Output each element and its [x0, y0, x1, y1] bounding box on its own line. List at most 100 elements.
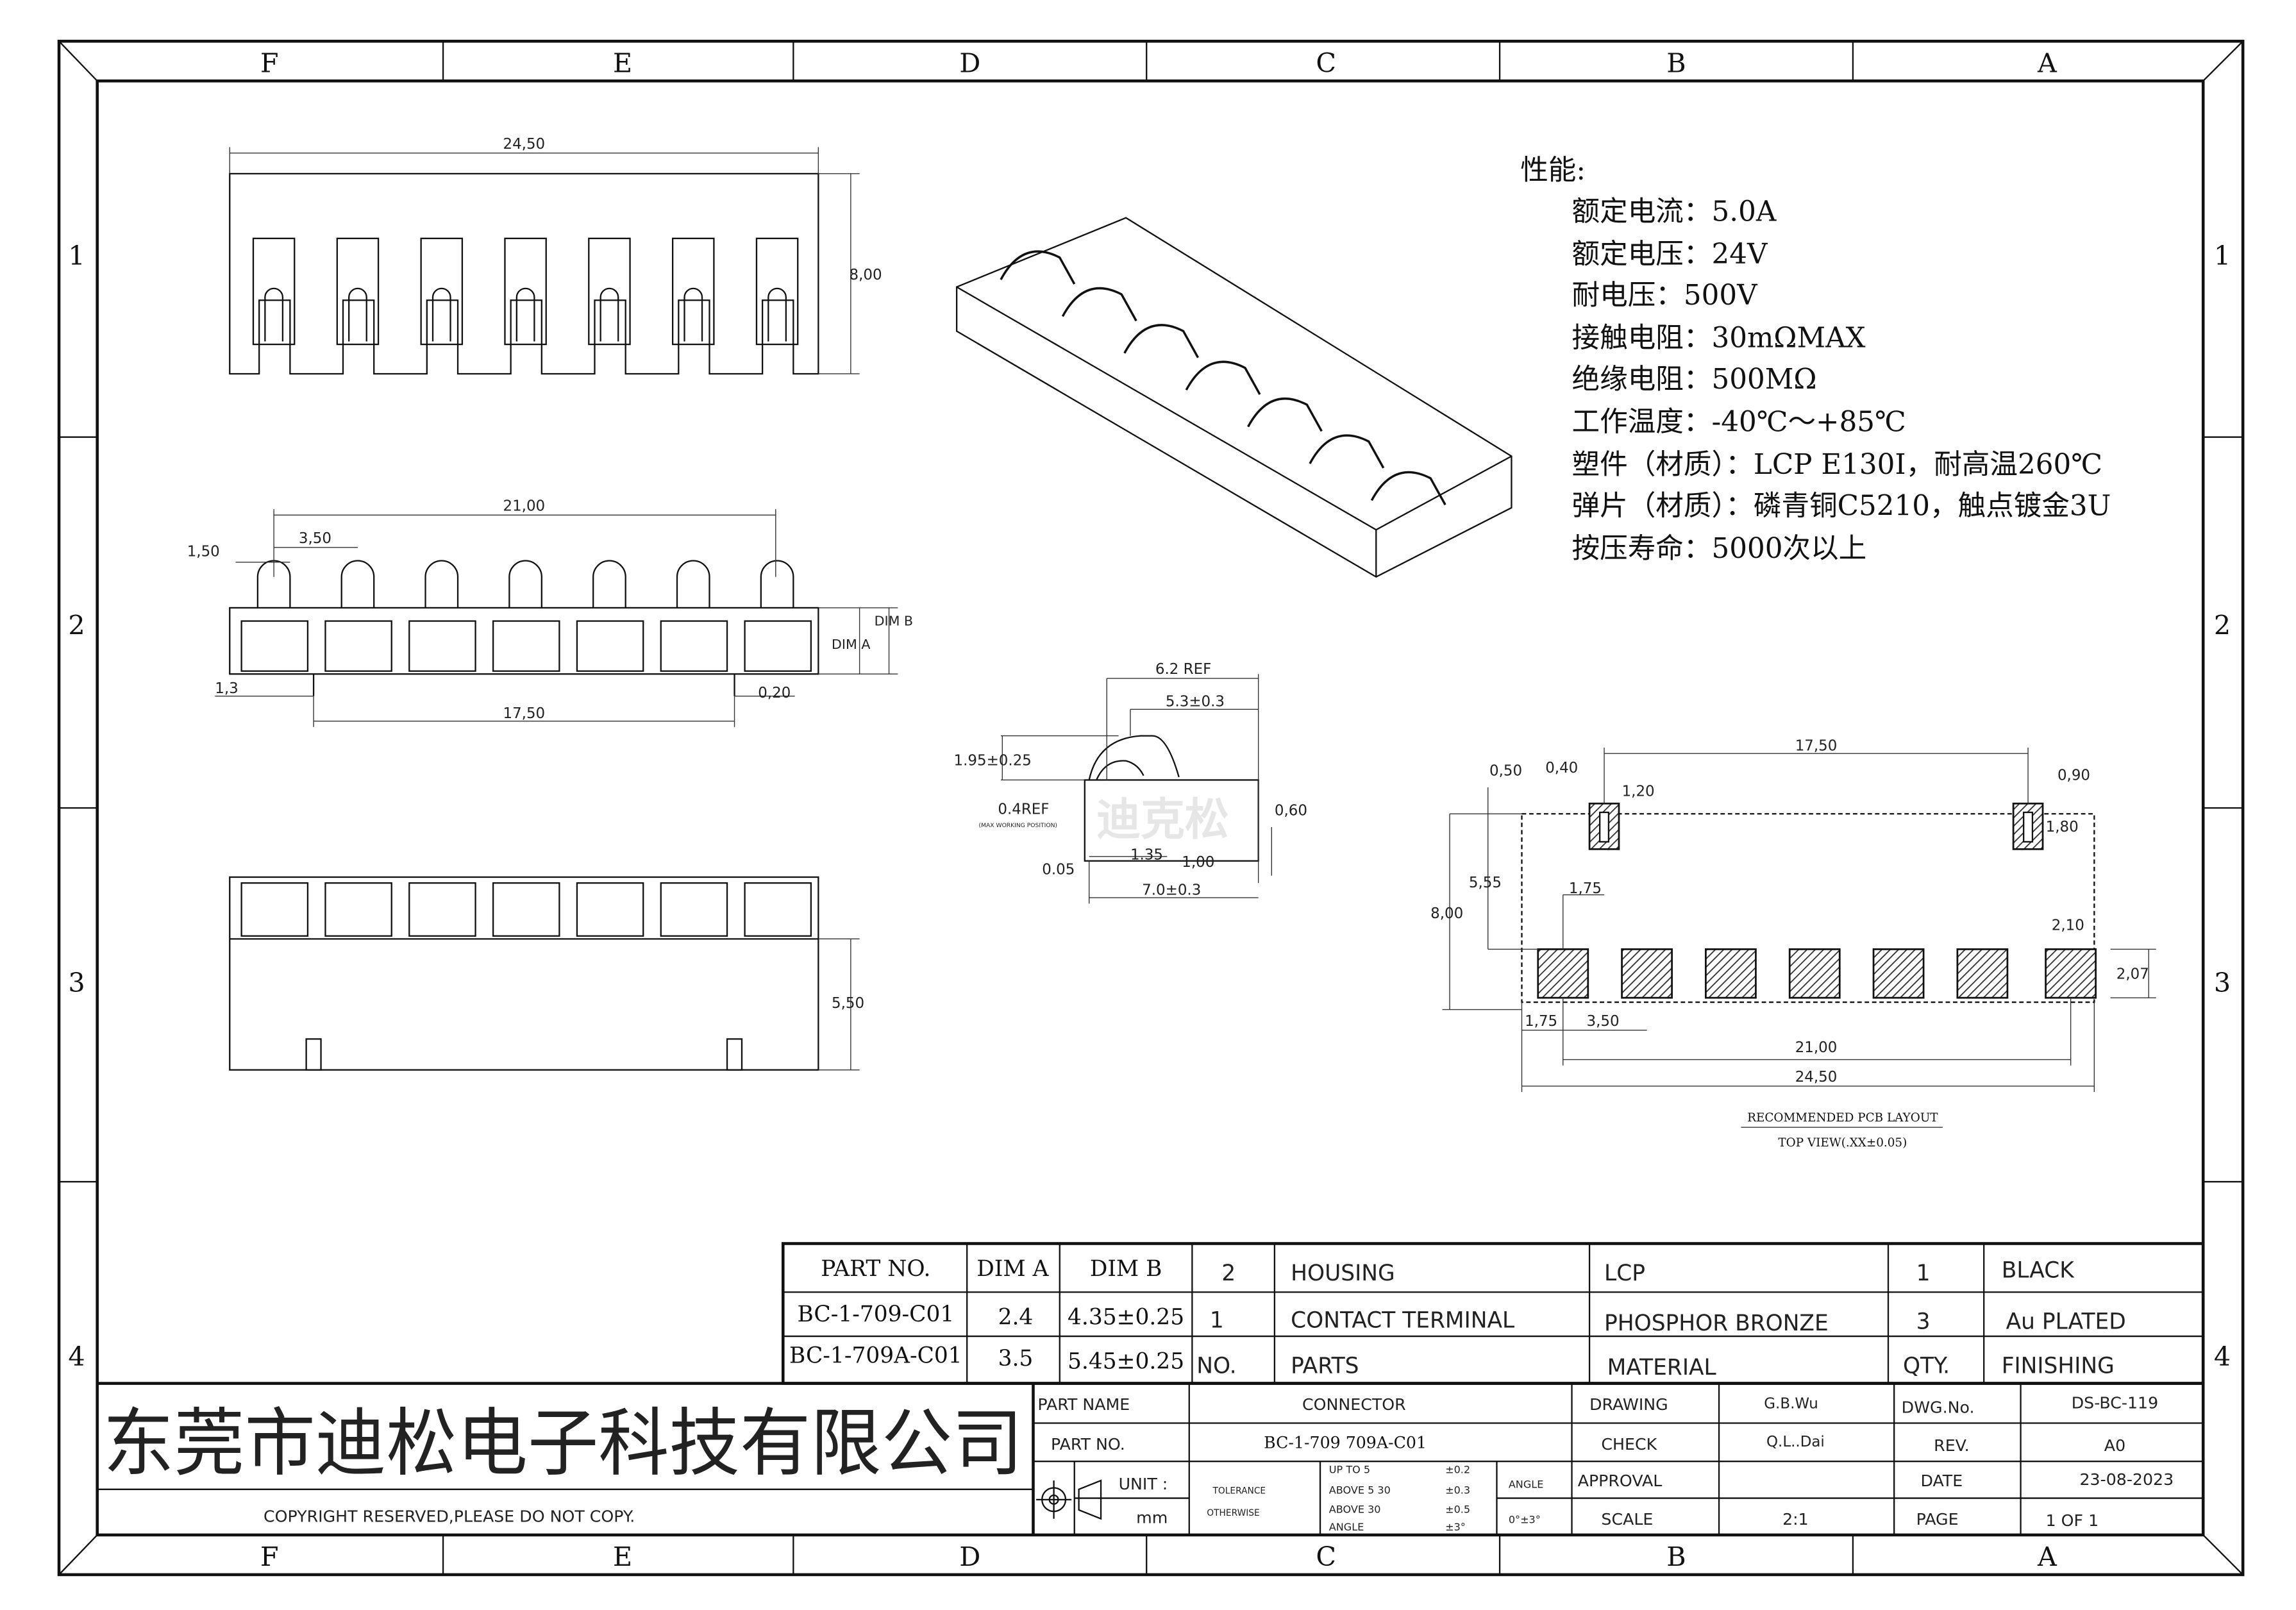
spec-item: 工作温度：-40℃～+85℃ — [1572, 407, 1906, 439]
angle-label: ANGLE — [1509, 1478, 1544, 1490]
tol-range: ABOVE 30 — [1329, 1504, 1381, 1516]
table-cell: PHOSPHOR BRONZE — [1604, 1311, 1829, 1336]
dwg-label: DWG.No. — [1902, 1398, 1975, 1416]
dim-pin-span: 17,50 — [503, 705, 545, 722]
otherwise-label: OTHERWISE — [1207, 1508, 1259, 1518]
table-cell: 3.5 — [998, 1346, 1034, 1371]
dim-span: 21,00 — [503, 498, 545, 514]
tol-value: ±0.2 — [1445, 1464, 1470, 1476]
zone-label: 4 — [2214, 1341, 2231, 1372]
rev-label: REV. — [1934, 1436, 1970, 1455]
table-cell: PART NO. — [821, 1256, 930, 1282]
table-cell: 3 — [1916, 1309, 1931, 1335]
table-cell: CONTACT TERMINAL — [1291, 1307, 1514, 1333]
approval-label: APPROVAL — [1578, 1472, 1663, 1490]
part-name-label: PART NAME — [1037, 1395, 1130, 1414]
tol-value: ±0.3 — [1445, 1484, 1470, 1497]
scale-label: SCALE — [1601, 1510, 1653, 1529]
table-cell: QTY. — [1903, 1353, 1950, 1379]
side-view: 迪克松 6.2 REF 5.3±0.3 1.95±0.25 0.4REF (MA… — [954, 661, 1307, 904]
spec-item: 按压寿命：5000次以上 — [1572, 533, 1867, 565]
tol-value: ±0.5 — [1445, 1504, 1470, 1516]
table-cell: 2.4 — [998, 1305, 1034, 1330]
revision: A0 — [2104, 1436, 2125, 1455]
zone-label: F — [260, 47, 279, 78]
dwg-number: DS-BC-119 — [2072, 1394, 2158, 1413]
spec-item: 接触电阻：30mΩMAX — [1572, 323, 1866, 355]
dim: 5,55 — [1469, 875, 1502, 891]
parts-table: PART NO. DIM A DIM B 2 HOUSING LCP 1 BLA… — [781, 1242, 2205, 1385]
zone-label: 1 — [68, 240, 85, 271]
tolerance-label: TOLERANCE — [1212, 1486, 1266, 1497]
dim-d3: 0.05 — [1042, 861, 1075, 878]
zone-label: A — [2037, 1541, 2057, 1572]
dim: 1,20 — [1622, 784, 1655, 800]
table-cell: NO. — [1196, 1353, 1236, 1379]
dim: 2,10 — [2052, 918, 2084, 934]
dim: 1,80 — [2046, 819, 2079, 835]
isometric-view — [955, 217, 1513, 578]
dim-d2: 0,60 — [1275, 803, 1307, 819]
dim-width: 24,50 — [503, 136, 545, 153]
page-label: PAGE — [1916, 1510, 1959, 1529]
table-cell: BLACK — [2002, 1257, 2075, 1283]
dim-ref: 6.2 REF — [1155, 661, 1211, 678]
tol-value: ±3° — [1445, 1521, 1466, 1533]
dim-ref2: 0.4REF — [998, 801, 1049, 818]
specifications: 性能: 额定电流：5.0A 额定电压：24V 耐电压：500V 接触电阻：30m… — [1520, 155, 2111, 565]
table-cell: LCP — [1604, 1261, 1645, 1286]
top-view: 24,50 8,00 — [229, 136, 882, 375]
check-by: Q.L..Dai — [1766, 1434, 1825, 1450]
copyright: COPYRIGHT RESERVED,PLEASE DO NOT COPY. — [264, 1507, 635, 1525]
dim: 2,07 — [2116, 966, 2149, 982]
sheet-frame: F E D C B A F E D C B A 1 2 3 4 1 2 3 4 — [57, 39, 2245, 1577]
dim: 17,50 — [1795, 738, 1838, 755]
specs-heading: 性能: — [1520, 155, 1586, 187]
table-cell: DIM A — [976, 1256, 1049, 1282]
table-cell: DIM B — [1090, 1256, 1162, 1282]
zone-label: B — [1666, 47, 1686, 78]
dim-pin-width: 0,20 — [758, 685, 791, 701]
dim-pin: 1,50 — [187, 544, 220, 560]
dim-h1: 1.95±0.25 — [954, 753, 1032, 769]
table-cell: 1 — [1210, 1307, 1224, 1333]
dim: 1,75 — [1525, 1013, 1557, 1030]
unit-label: UNIT : — [1119, 1475, 1168, 1493]
company-name: 东莞市迪松电子科技有限公司 — [103, 1401, 1023, 1487]
dim: 0,40 — [1545, 760, 1578, 776]
table-cell: BC-1-709A-C01 — [789, 1343, 962, 1368]
part-no-label: PART NO. — [1051, 1435, 1125, 1454]
projection-symbol-icon — [1036, 1479, 1102, 1520]
zone-label: D — [959, 47, 980, 78]
table-cell: FINISHING — [2002, 1353, 2115, 1379]
pcb-layout: 17,50 0,50 0,40 1,20 0,90 1,80 5,55 8,00… — [1430, 738, 2156, 1150]
date: 23-08-2023 — [2080, 1470, 2174, 1489]
drawing-by: G.B.Wu — [1764, 1396, 1818, 1413]
table-cell: 2 — [1221, 1261, 1236, 1286]
table-cell: 5.45±0.25 — [1068, 1349, 1184, 1375]
date-label: DATE — [1921, 1472, 1963, 1490]
dim: 0,50 — [1489, 763, 1522, 780]
front-view: 21,00 3,50 1,50 DIM B DIM A 1,3 17,50 0,… — [187, 498, 913, 727]
dim-pitch: 3,50 — [299, 530, 331, 547]
pcb-subtitle: TOP VIEW(.XX±0.05) — [1778, 1136, 1907, 1150]
title-block: 东莞市迪松电子科技有限公司 COPYRIGHT RESERVED,PLEASE … — [97, 1382, 2204, 1535]
dim-a-label: DIM A — [832, 637, 870, 652]
check-label: CHECK — [1601, 1435, 1657, 1454]
zone-label: E — [613, 1541, 632, 1572]
dim-d4: 1.35 — [1130, 846, 1163, 863]
zone-label: F — [260, 1541, 279, 1572]
spec-item: 耐电压：500V — [1572, 280, 1759, 312]
spec-item: 塑件（材质）：LCP E130I，耐高温260℃ — [1572, 449, 2102, 481]
zone-label: 2 — [68, 610, 85, 641]
table-cell: PARTS — [1291, 1353, 1359, 1379]
spec-item: 绝缘电阻：500MΩ — [1572, 364, 1817, 396]
zone-label: E — [613, 47, 632, 78]
spec-item: 弹片（材质）：磷青铜C5210，触点镀金3U — [1572, 490, 2111, 522]
dim: 0,90 — [2057, 767, 2090, 784]
dim-note: (MAX WORKING POSITION) — [979, 822, 1057, 829]
tol-range: ANGLE — [1329, 1521, 1364, 1533]
zone-label: C — [1316, 47, 1336, 78]
table-cell: 4.35±0.25 — [1068, 1305, 1184, 1330]
